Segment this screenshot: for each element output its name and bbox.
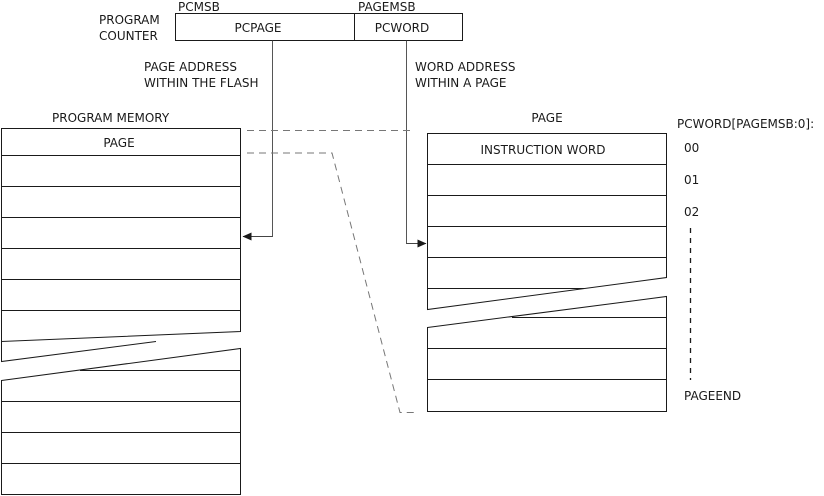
- pcmsb-label: PCMSB: [178, 0, 220, 14]
- program-counter-title-line2: COUNTER: [99, 29, 158, 43]
- word-address-label-line2: WITHIN A PAGE: [415, 76, 506, 90]
- pageend-label: PAGEEND: [684, 389, 741, 403]
- pcpage-field: PCPAGE: [235, 21, 282, 35]
- program-memory-page-row-label: PAGE: [103, 136, 134, 150]
- pcpage-to-program-memory-arrow: [242, 40, 273, 241]
- pcword-field: PCWORD: [375, 21, 430, 35]
- program-counter-register: [175, 13, 463, 41]
- program-memory: PROGRAM MEMORY PAGE: [0, 111, 241, 495]
- program-counter-title-line1: PROGRAM: [99, 13, 160, 27]
- pcword-index-label: 01: [684, 173, 699, 187]
- address-annotations: PAGE ADDRESS WITHIN THE FLASH WORD ADDRE…: [144, 60, 516, 90]
- page-block-title: PAGE: [531, 111, 562, 125]
- pcword-to-page-arrow: [406, 40, 427, 248]
- pagemsb-label: PAGEMSB: [358, 0, 416, 14]
- word-address-label-line1: WORD ADDRESS: [415, 60, 516, 74]
- page-address-label-line1: PAGE ADDRESS: [144, 60, 237, 74]
- program-memory-lower-section: [1, 347, 241, 495]
- page-block-upper-section: [427, 133, 667, 311]
- program-counter: PROGRAM COUNTER PCMSB PAGEMSB PCPAGE PCW…: [99, 0, 463, 43]
- page-address-label-line2: WITHIN THE FLASH: [144, 76, 259, 90]
- pcword-index-header: PCWORD[PAGEMSB:0]:: [677, 117, 814, 131]
- page-block: PAGE INSTRUCTION WORD: [427, 111, 667, 412]
- pcword-index-label: 02: [684, 205, 699, 219]
- page-block-lower-section: [427, 295, 667, 412]
- program-memory-title: PROGRAM MEMORY: [52, 111, 170, 125]
- program-memory-upper-section: [0, 128, 241, 343]
- memory-break-upper-edge: [0, 341, 157, 363]
- pcword-index: PCWORD[PAGEMSB:0]: 00 01 02 PAGEEND: [677, 117, 814, 403]
- projection-line-bottom: [247, 152, 415, 413]
- instruction-word-row-label: INSTRUCTION WORD: [481, 143, 606, 157]
- pcword-index-label: 00: [684, 141, 699, 155]
